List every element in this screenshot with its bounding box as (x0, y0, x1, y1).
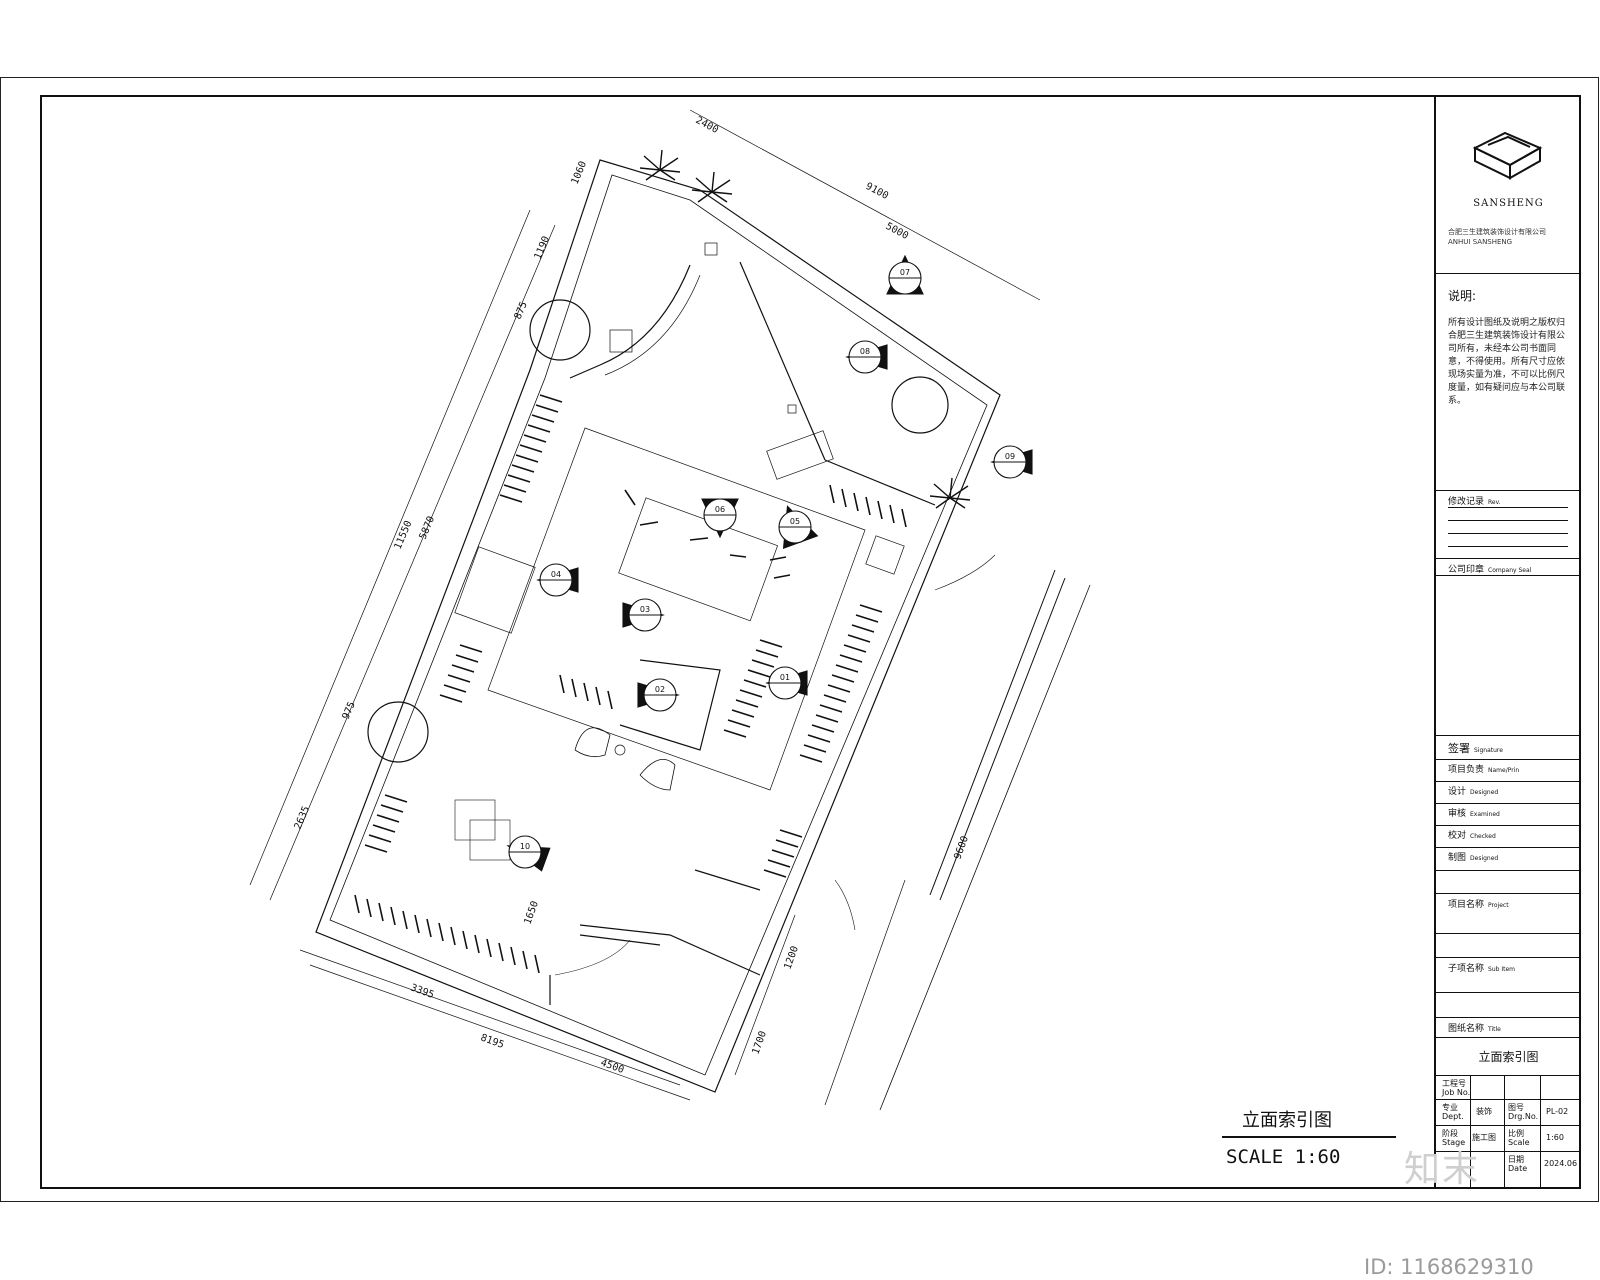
column (367, 701, 429, 763)
dim-right-1: 1200 (782, 945, 801, 971)
dim-bottom-2: 8195 (479, 1032, 505, 1051)
index-tag-number: 05 (790, 517, 800, 526)
dim-right-3: 9600 (952, 835, 971, 861)
index-tag: 01 (765, 666, 808, 700)
index-tag-number: 08 (860, 347, 870, 356)
index-tag: 05 (778, 505, 819, 550)
dim-top-1: 2400 (694, 115, 720, 136)
image-id: ID: 1168629310 (1364, 1255, 1534, 1279)
index-tag: 04 (536, 563, 579, 597)
outer-frame (0, 77, 1599, 1202)
inner-frame (40, 95, 1581, 1189)
floor-plan: 07 08 09 06 05 04 03 02 01 10 2400 9100 … (249, 109, 1091, 1111)
index-tag-number: 07 (900, 268, 910, 277)
index-tag: 08 (845, 340, 888, 374)
drawing-name: 立面索引图 (1478, 1050, 1539, 1064)
dim-left-4: 5870 (418, 515, 438, 541)
display-zone (487, 427, 866, 791)
scale-label-main: SCALE 1:60 (1226, 1146, 1341, 1168)
dim-left-5: 11550 (393, 519, 415, 551)
dim-top-3: 5000 (884, 221, 910, 242)
dim-right-2: 1700 (750, 1030, 769, 1056)
column (529, 299, 591, 361)
dim-left-2: 1190 (533, 235, 553, 261)
inner-wall (329, 174, 988, 1076)
dim-top-2: 9100 (864, 181, 890, 202)
outer-wall (315, 159, 1001, 1093)
dim-bottom-3: 4500 (599, 1057, 625, 1076)
notes-title: 说明: (1448, 289, 1477, 303)
scale-value: 1:60 (1546, 1133, 1564, 1142)
caption-underline (1222, 1136, 1396, 1138)
dim-right-4: 1650 (522, 900, 541, 926)
index-tag: 02 (637, 678, 680, 712)
dim-left-6: 975 (341, 700, 358, 721)
stage-value: 施工图 (1472, 1133, 1496, 1142)
date-value: 2024.06 (1544, 1159, 1578, 1168)
index-tag-number: 04 (551, 570, 561, 579)
title-block: SANSHENG 合肥三生建筑装饰设计有限公司 ANHUI SANSHENG 说… (1434, 95, 1581, 1189)
index-tag-number: 09 (1005, 452, 1015, 461)
index-tag-number: 03 (640, 605, 650, 614)
drawing-caption: 立面索引图 (1242, 1110, 1332, 1131)
index-tag-number: 10 (520, 842, 530, 851)
company-name: 合肥三生建筑装饰设计有限公司 ANHUI SANSHENG (1448, 228, 1546, 246)
index-tag: 09 (990, 445, 1033, 479)
index-tag: 03 (622, 598, 665, 632)
index-tag: 10 (506, 835, 551, 872)
notes-body: 所有设计图纸及说明之版权归合肥三生建筑装饰设计有限公司所有，未经本公司书面同意，… (1448, 318, 1566, 406)
dim-left-3: 875 (513, 300, 530, 321)
brand-name: SANSHENG (1473, 198, 1544, 209)
company-logo-icon (1472, 131, 1543, 180)
index-tag-number: 01 (780, 673, 790, 682)
watermark-logo: 知末 (1404, 1149, 1481, 1190)
index-tag-number: 02 (655, 685, 665, 694)
dim-left-1: 1060 (570, 160, 590, 186)
index-tag-number: 06 (715, 505, 725, 514)
dept-value: 装饰 (1476, 1107, 1492, 1116)
dim-bottom-1: 3395 (409, 982, 435, 1001)
index-tag: 07 (886, 254, 924, 295)
dim-left-7: 2635 (293, 805, 313, 831)
drg-no-value: PL-02 (1546, 1107, 1569, 1116)
index-tag: 06 (701, 498, 739, 539)
